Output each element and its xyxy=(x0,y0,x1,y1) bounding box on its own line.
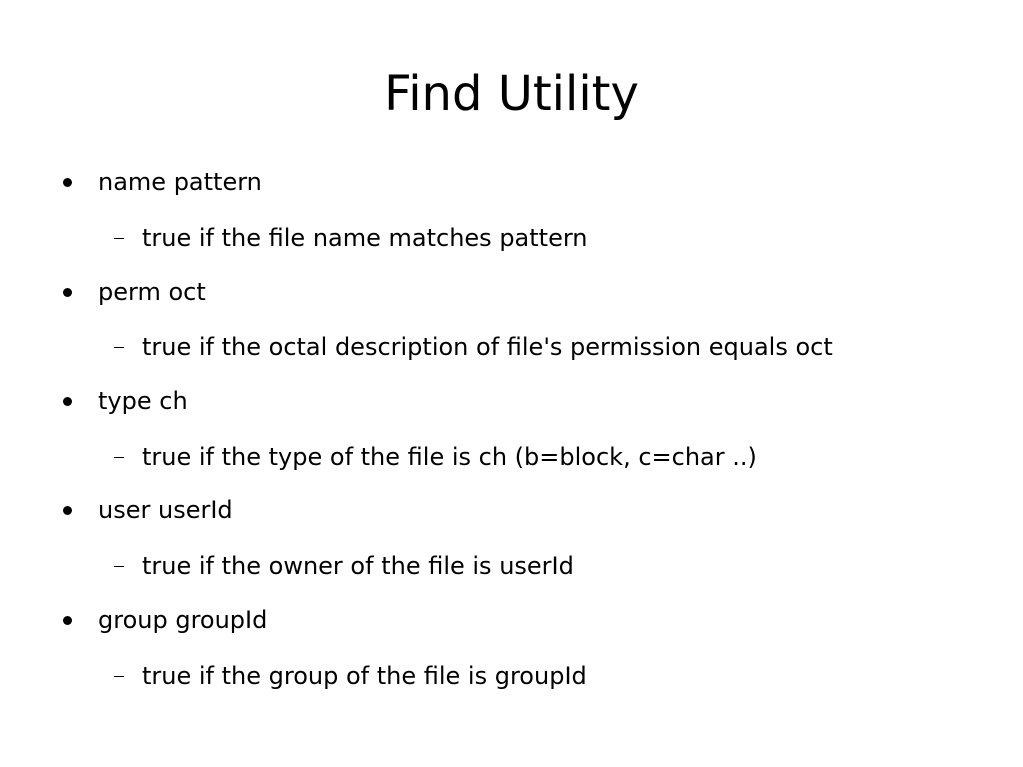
bullet-dot-icon xyxy=(63,288,72,297)
sub-list-item-desc: true if the file name matches pattern xyxy=(142,224,588,252)
slide-title: Find Utility xyxy=(384,66,639,122)
sub-list-item-desc: true if the type of the file is ch (b=bl… xyxy=(142,443,757,471)
list-item-term: perm oct xyxy=(98,278,206,306)
bullet-dot-icon xyxy=(63,616,72,625)
bullet-dot-icon xyxy=(63,506,72,515)
bullet-dot-icon xyxy=(63,397,72,406)
sub-list-item-desc: true if the octal description of file's … xyxy=(142,333,833,361)
dash-icon xyxy=(114,566,124,567)
list-item-term: user userId xyxy=(98,496,233,524)
dash-icon xyxy=(114,238,124,239)
dash-icon xyxy=(114,457,124,458)
bullet-dot-icon xyxy=(63,178,72,187)
sub-list-item-desc: true if the group of the file is groupId xyxy=(142,662,587,690)
list-item-term: group groupId xyxy=(98,606,268,634)
dash-icon xyxy=(114,676,124,677)
sub-list-item-desc: true if the owner of the file is userId xyxy=(142,552,574,580)
list-item-term: type ch xyxy=(98,387,188,415)
list-item-term: name pattern xyxy=(98,168,262,196)
dash-icon xyxy=(114,347,124,348)
